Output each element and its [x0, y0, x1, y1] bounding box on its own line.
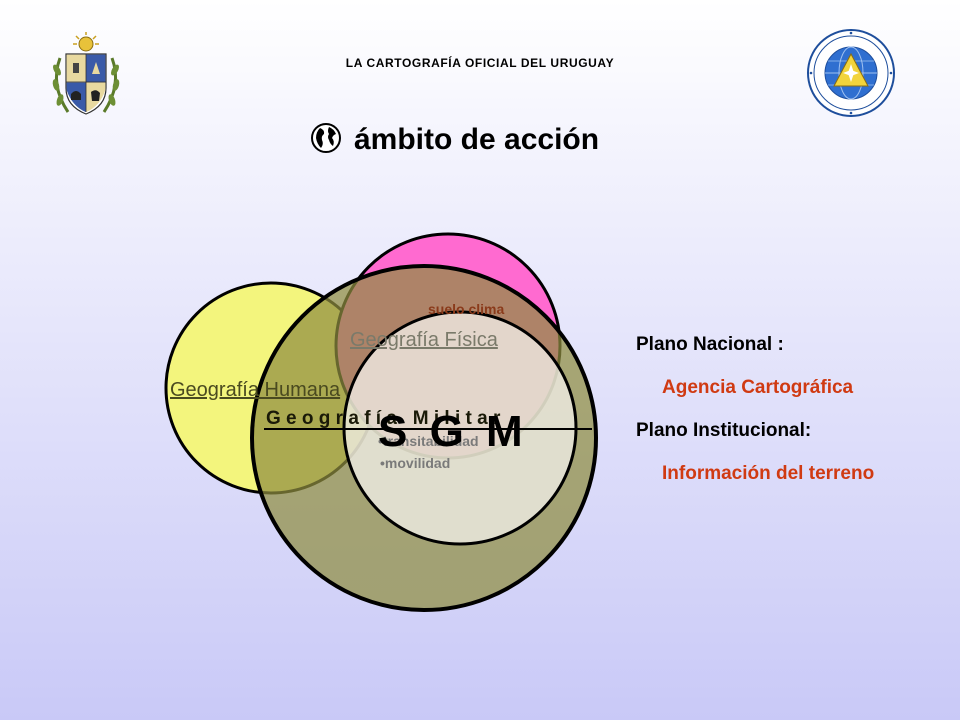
plano-institucional-value: Información del terreno: [662, 463, 875, 484]
sgm-label: S G M: [378, 407, 523, 456]
suelo-clima-label: suelo clima: [428, 301, 504, 317]
transitabilidad-label: •transitabilidad: [378, 433, 479, 449]
plano-nacional-label: Plano Nacional :: [636, 334, 784, 355]
section-heading: ámbito de acción: [310, 118, 599, 162]
globe-icon: [310, 122, 342, 159]
section-title: ámbito de acción: [354, 123, 600, 156]
coat-of-arms-icon: [46, 30, 126, 127]
fisica-label: Geografía Física: [350, 329, 499, 351]
sgm-seal-icon: [806, 28, 896, 123]
header-title: LA CARTOGRAFÍA OFICIAL DEL URUGUAY: [345, 56, 615, 70]
planes-panel: Plano Nacional : Agencia Cartográfica Pl…: [636, 330, 956, 502]
movilidad-label: •movilidad: [380, 455, 450, 471]
militar-label: G e o g r a f í a M i l i t a r: [266, 408, 501, 429]
humana-label: Geografía Humana: [170, 379, 341, 401]
plano-nacional-value: Agencia Cartográfica: [662, 377, 854, 398]
plano-institucional-label: Plano Institucional:: [636, 420, 812, 441]
